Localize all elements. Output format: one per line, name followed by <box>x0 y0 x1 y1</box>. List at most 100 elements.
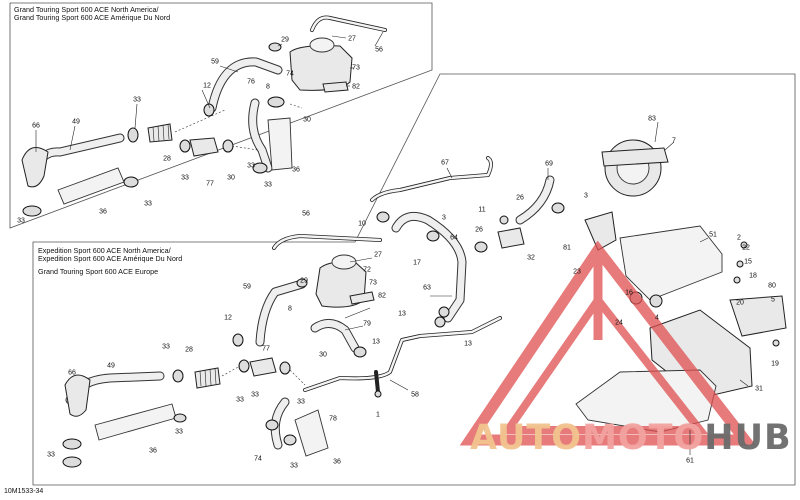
callout: 20 <box>736 299 744 307</box>
callout: 13 <box>372 338 380 346</box>
callout: 36 <box>292 166 300 174</box>
callout: 4 <box>655 314 659 322</box>
callout: 61 <box>686 457 694 465</box>
bottom-variant-line-1: Expedition Sport 600 ACE North America/ <box>38 246 171 255</box>
callout: 3 <box>584 192 588 200</box>
callout: 36 <box>333 458 341 466</box>
callout: 29 <box>281 36 289 44</box>
callout: 16 <box>625 289 633 297</box>
callout: 29 <box>300 277 308 285</box>
top-variant-line-2: Grand Touring Sport 600 ACE Amérique Du … <box>14 13 171 23</box>
callout: 78 <box>329 415 337 423</box>
callout: 13 <box>398 310 406 318</box>
callout: 24 <box>615 319 623 327</box>
callout: 74 <box>286 70 294 78</box>
watermark-text: AUTOMOTOHUB <box>470 418 792 458</box>
callout: 12 <box>224 314 232 322</box>
callout: 7 <box>672 137 676 145</box>
callout: 59 <box>243 283 251 291</box>
callout: 11 <box>478 206 486 214</box>
callout: 36 <box>149 447 157 455</box>
callout: 58 <box>411 391 419 399</box>
callout: 64 <box>450 234 458 242</box>
callout: 74 <box>254 455 262 463</box>
callout: 1 <box>376 411 380 419</box>
callout: 79 <box>363 320 371 328</box>
callout: 82 <box>378 292 386 300</box>
callout: 36 <box>99 208 107 216</box>
callout: 33 <box>247 162 255 170</box>
callout: 13 <box>464 340 472 348</box>
callout: 15 <box>744 258 752 266</box>
callout: 30 <box>319 351 327 359</box>
top-variant-line-1: Grand Touring Sport 600 ACE North Americ… <box>14 5 159 14</box>
callout: 59 <box>211 58 219 66</box>
callout: 8 <box>266 83 270 91</box>
callout: 66 <box>68 369 76 377</box>
callout: 33 <box>175 428 183 436</box>
watermark-hub: HUB <box>704 418 792 458</box>
callout: 33 <box>17 217 25 225</box>
callout: 30 <box>303 116 311 124</box>
callout: 83 <box>648 115 656 123</box>
callout: 33 <box>251 391 259 399</box>
callout: 33 <box>290 462 298 470</box>
watermark-moto: MOTO <box>582 418 705 458</box>
callout: 81 <box>563 244 571 252</box>
callout: 33 <box>162 343 170 351</box>
callout: 2 <box>737 234 741 242</box>
callout: 3 <box>442 214 446 222</box>
callout: 19 <box>771 360 779 368</box>
callout: 72 <box>363 266 371 274</box>
callout: 56 <box>375 46 383 54</box>
callout: 82 <box>352 83 360 91</box>
callout: 49 <box>107 362 115 370</box>
top-variant-frame <box>9 2 433 229</box>
callout: 33 <box>181 174 189 182</box>
top-variant-label: Grand Touring Sport 600 ACE North Americ… <box>14 5 171 23</box>
callout: 31 <box>755 385 763 393</box>
callout: 73 <box>369 279 377 287</box>
callout: 27 <box>348 35 356 43</box>
callout: 67 <box>441 159 449 167</box>
callout: 10 <box>358 220 366 228</box>
callout: 28 <box>163 155 171 163</box>
callout: 49 <box>72 118 80 126</box>
middle-hose-assembly <box>303 139 669 398</box>
callout: 26 <box>516 194 524 202</box>
callout: 33 <box>133 96 141 104</box>
callout: 73 <box>352 64 360 72</box>
callout: 77 <box>262 345 270 353</box>
watermark-auto: AUTO <box>470 418 583 458</box>
bottom-variant-frame <box>32 73 796 486</box>
callout-leaders <box>35 31 749 455</box>
bottom-coolant-assembly <box>62 234 382 468</box>
bottom-variant-label: Expedition Sport 600 ACE North America/ … <box>38 246 183 276</box>
callout: 5 <box>771 296 775 304</box>
callout: 77 <box>206 180 214 188</box>
callout: 28 <box>185 346 193 354</box>
callout: 76 <box>247 78 255 86</box>
callout: 33 <box>297 398 305 406</box>
callout: 33 <box>144 200 152 208</box>
drawing-code: 10M1533-34 <box>4 488 44 495</box>
top-coolant-assembly <box>21 15 387 217</box>
callout: 80 <box>768 282 776 290</box>
callout: 32 <box>527 254 535 262</box>
callout: 27 <box>374 251 382 259</box>
callout: 51 <box>709 231 717 239</box>
callout: 33 <box>264 181 272 189</box>
bottom-variant-line-3: Grand Touring Sport 600 ACE Europe <box>38 266 159 276</box>
watermark-triangle-logo <box>459 240 757 446</box>
callout: 26 <box>475 226 483 234</box>
callout: 33 <box>236 396 244 404</box>
callout: 56 <box>302 210 310 218</box>
bottom-variant-line-2: Expedition Sport 600 ACE Amérique Du Nor… <box>38 254 183 264</box>
callout: 33 <box>47 451 55 459</box>
callout: 69 <box>545 160 553 168</box>
callout: 22 <box>742 244 750 252</box>
callout: 30 <box>227 174 235 182</box>
callout: 12 <box>203 82 211 90</box>
callout: 23 <box>573 268 581 276</box>
